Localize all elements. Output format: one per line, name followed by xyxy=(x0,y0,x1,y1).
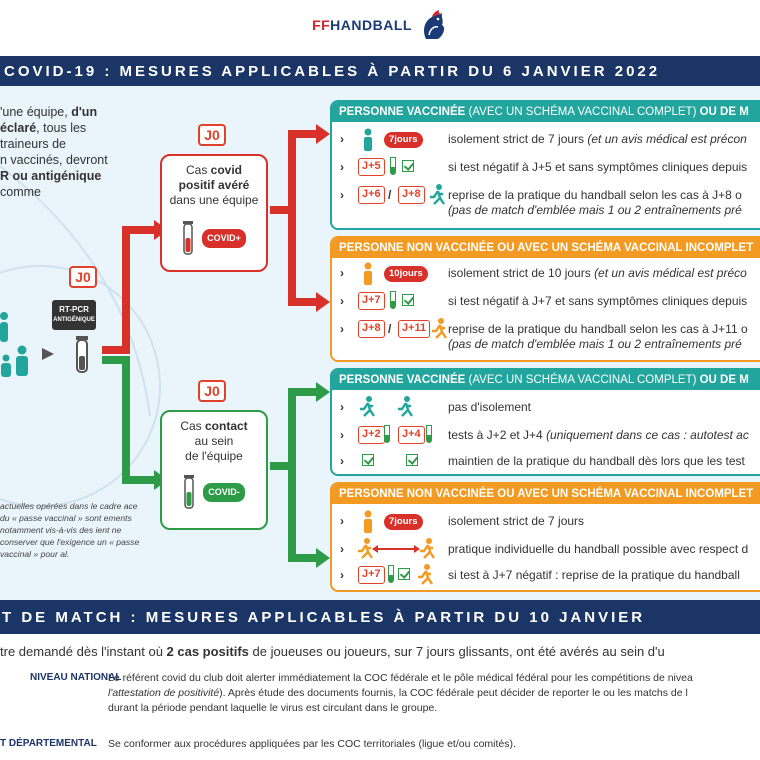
runner-icon xyxy=(432,318,447,339)
runner-icon xyxy=(430,184,445,205)
chevron-right-icon: › xyxy=(340,266,344,280)
panel-header: PERSONNE VACCINÉE (AVEC UN SCHÉMA VACCIN… xyxy=(332,102,760,122)
chevron-right-icon: › xyxy=(340,514,344,528)
check-icon xyxy=(362,454,374,466)
person-icon xyxy=(364,128,372,151)
national-level-label: NIVEAU NATIONAL xyxy=(30,672,122,683)
match-intro-text: tre demandé dès l'instant où 2 cas posit… xyxy=(0,644,665,659)
departmental-level-text: Se conformer aux procédures appliquées p… xyxy=(108,738,516,750)
chevron-right-icon: › xyxy=(340,132,344,146)
test-tube-icon xyxy=(42,336,88,373)
brand-name: FFHANDBALL xyxy=(312,17,412,33)
tube-negative-icon xyxy=(184,475,195,509)
list-item: › 7jours isolement strict de 7 jours (et… xyxy=(340,128,760,152)
footnote: actuelles opérées dans le cadre ace du «… xyxy=(0,501,140,559)
covid-positive-pill: COVID+ xyxy=(202,228,246,248)
panel-vaccinated-positive: PERSONNE VACCINÉE (AVEC UN SCHÉMA VACCIN… xyxy=(330,100,760,230)
chevron-right-icon: › xyxy=(340,568,344,582)
panel-nonvaccinated-contact: PERSONNE NON VACCINÉE OU AVEC UN SCHÉMA … xyxy=(330,482,760,592)
chevron-right-icon: › xyxy=(340,160,344,174)
list-item: › pas d'isolement xyxy=(340,396,760,420)
panel-header: PERSONNE NON VACCINÉE OU AVEC UN SCHÉMA … xyxy=(332,484,760,504)
chevron-right-icon: › xyxy=(340,542,344,556)
panel-vaccinated-contact: PERSONNE VACCINÉE (AVEC UN SCHÉMA VACCIN… xyxy=(330,368,760,476)
list-item: › maintien de la pratique du handball dè… xyxy=(340,454,745,468)
chevron-right-icon: › xyxy=(340,454,344,468)
national-level-text: Le référent covid du club doit alerter i… xyxy=(108,672,693,714)
j0-badge-positive: J0 xyxy=(198,124,226,146)
case-positive-box: Cas covid positif avéré dans une équipe … xyxy=(160,154,268,272)
title-band-covid: COVID-19 : MESURES APPLICABLES À PARTIR … xyxy=(0,56,760,86)
list-item: › J+8 / J+11 reprise de la pratique du h… xyxy=(340,318,760,358)
check-icon xyxy=(406,454,418,466)
check-icon xyxy=(402,294,414,306)
distance-runners-icon xyxy=(358,538,435,559)
list-item: › 10jours isolement strict de 10 jours (… xyxy=(340,262,760,286)
team-figures-icon xyxy=(0,312,28,377)
tube-icon xyxy=(384,425,390,443)
chevron-right-icon: › xyxy=(340,294,344,308)
tube-icon xyxy=(390,291,396,309)
list-item: › J+7 si test à J+7 négatif : reprise de… xyxy=(340,564,760,588)
covid-negative-pill: COVID- xyxy=(203,482,245,502)
list-item: › J+7 si test négatif à J+7 et sans symp… xyxy=(340,291,760,314)
tube-icon xyxy=(426,425,432,443)
panel-header: PERSONNE VACCINÉE (AVEC UN SCHÉMA VACCIN… xyxy=(332,370,760,390)
list-item: › J+5 si test négatif à J+5 et sans symp… xyxy=(340,157,760,180)
panel-header: PERSONNE NON VACCINÉE OU AVEC UN SCHÉMA … xyxy=(332,238,760,258)
list-item: › J+2 J+4 tests à J+2 et J+4 (uniquement… xyxy=(340,425,760,448)
chevron-right-icon: › xyxy=(340,188,344,202)
intro-text: 'une équipe, d'un éclaré, tous les train… xyxy=(0,105,108,199)
tube-icon xyxy=(390,157,396,175)
list-item: › pratique individuelle du handball poss… xyxy=(340,538,760,562)
case-contact-box: Cas contact au sein de l'équipe COVID- xyxy=(160,410,268,530)
court-lines-decoration xyxy=(0,165,161,507)
tube-icon xyxy=(388,565,394,583)
runner-icon xyxy=(360,396,375,417)
check-icon xyxy=(398,568,410,580)
list-item: › 7jours isolement strict de 7 jours xyxy=(340,510,760,534)
runner-icon xyxy=(398,396,413,417)
brand-header: FFHANDBALL xyxy=(0,0,760,50)
chevron-right-icon: › xyxy=(340,322,344,336)
chevron-right-icon: › xyxy=(340,400,344,414)
person-icon xyxy=(364,262,372,285)
j0-badge: J0 xyxy=(69,266,97,288)
rtpcr-label: RT-PCR ANTIGÉNIQUE xyxy=(52,300,96,330)
person-icon xyxy=(364,510,372,533)
chevron-right-icon: › xyxy=(340,428,344,442)
title-band-match: T DE MATCH : MESURES APPLICABLES À PARTI… xyxy=(0,600,760,634)
departmental-level-label: T DÉPARTEMENTAL xyxy=(0,738,97,749)
j0-badge-contact: J0 xyxy=(198,380,226,402)
panel-nonvaccinated-positive: PERSONNE NON VACCINÉE OU AVEC UN SCHÉMA … xyxy=(330,236,760,362)
rooster-logo-icon xyxy=(423,10,445,39)
list-item: › J+6 / J+8 reprise de la pratique du ha… xyxy=(340,184,760,224)
runner-icon xyxy=(418,564,433,585)
tube-positive-icon xyxy=(183,221,194,255)
check-icon xyxy=(402,160,414,172)
